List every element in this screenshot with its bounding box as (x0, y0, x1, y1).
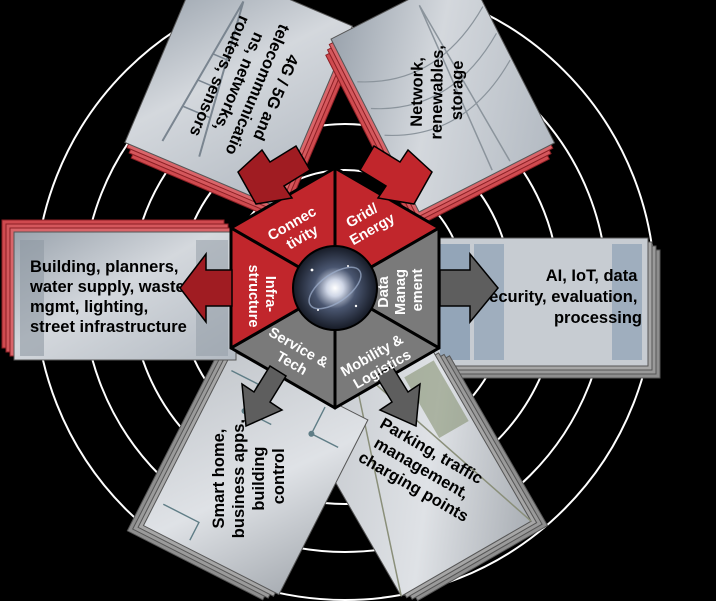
arrow-grid-energy (358, 144, 433, 205)
power-lines-image (330, 0, 556, 213)
arrow-infrastructure (179, 251, 233, 325)
service-tech-card: Smart home, business apps, building cont… (126, 350, 369, 601)
mobility-logistics-card: Parking, traffic management, charging po… (302, 350, 549, 601)
data-management-card: AI, IoT, data security, evaluation, proc… (433, 237, 661, 379)
card-line: processing (554, 309, 642, 327)
grid-energy-card: Network, renewables, storage (325, 0, 556, 229)
segment-label-line: ement (410, 268, 426, 311)
segment-label-line: Infra- (262, 276, 278, 312)
arrow-data-management (439, 251, 499, 325)
card-line: mgmt, lighting, (30, 298, 148, 316)
card-line: Building, planners, (30, 258, 179, 276)
segment-label-line: structure (245, 265, 261, 328)
segment-label-line: Manag (393, 269, 409, 315)
card-line: Network, (408, 57, 427, 127)
card-line: AI, IoT, data (546, 267, 639, 285)
card-line: security, evaluation, (480, 288, 637, 306)
card-line: renewables, (427, 45, 447, 140)
svg-text:Building, planners, wate: Building, planners, water supply, waste … (29, 258, 189, 336)
arrow-service-tech (241, 364, 288, 428)
svg-text:AI, IoT, data security,: AI, IoT, data security, evaluation, proc… (480, 267, 642, 327)
galaxy-image (292, 245, 378, 331)
svg-text:Smart home, business app: Smart home, business apps, building cont… (210, 414, 288, 538)
card-line: building (250, 447, 268, 511)
svg-text:Network, renewables,: Network, renewables, storage (407, 40, 467, 140)
arrow-connectivity (237, 144, 312, 205)
card-line: street infrastructure (30, 318, 187, 336)
segment-label-line: Data (376, 275, 392, 307)
cell-tower-image (124, 0, 354, 208)
card-line: Smart home, (210, 429, 228, 529)
svg-text:Infra- structure: Infra- structure (245, 265, 278, 328)
card-line: water supply, waste (29, 278, 185, 296)
arrow-mobility-logistics (374, 364, 421, 428)
card-line: storage (448, 60, 467, 120)
svg-text:Data Manag ement: Data Manag ement (376, 265, 426, 315)
card-line: business apps, (230, 419, 248, 538)
card-line: control (270, 448, 288, 504)
